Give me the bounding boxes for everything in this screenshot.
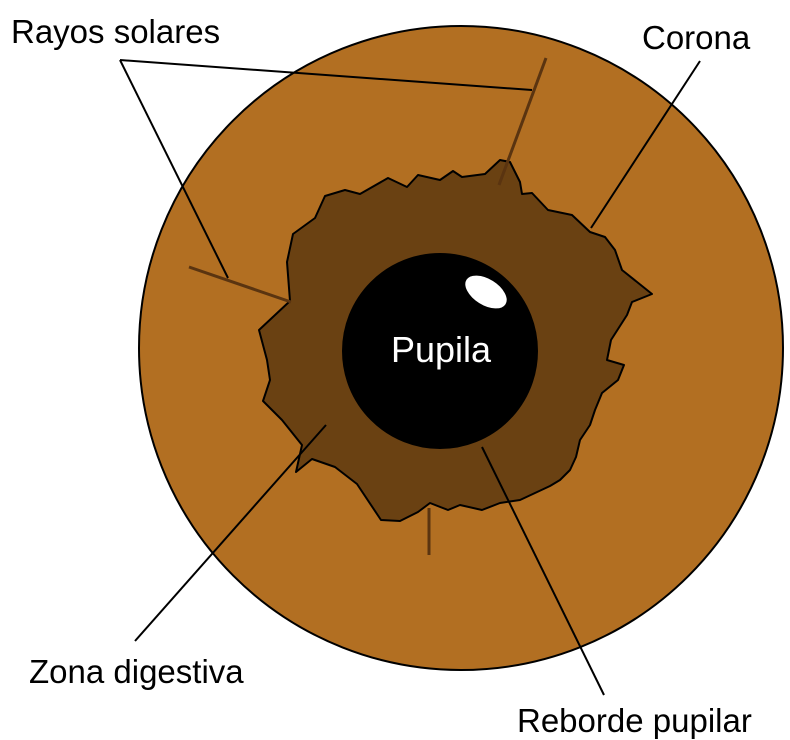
leader-zona	[134, 424, 327, 642]
leader-rays-1	[119, 59, 533, 91]
sun-ray-top	[497, 57, 548, 186]
label-corona: Corona	[642, 19, 751, 56]
label-reborde-pupilar: Reborde pupilar	[517, 702, 752, 739]
sun-ray-left	[188, 265, 292, 304]
label-zona-digestiva: Zona digestiva	[29, 653, 244, 690]
leader-reborde	[481, 446, 605, 696]
pupil-highlight	[463, 273, 509, 311]
label-rayos-solares: Rayos solares	[11, 13, 220, 50]
leader-corona	[590, 60, 701, 229]
label-pupila: Pupila	[391, 329, 492, 370]
leader-rays-2	[119, 59, 229, 279]
